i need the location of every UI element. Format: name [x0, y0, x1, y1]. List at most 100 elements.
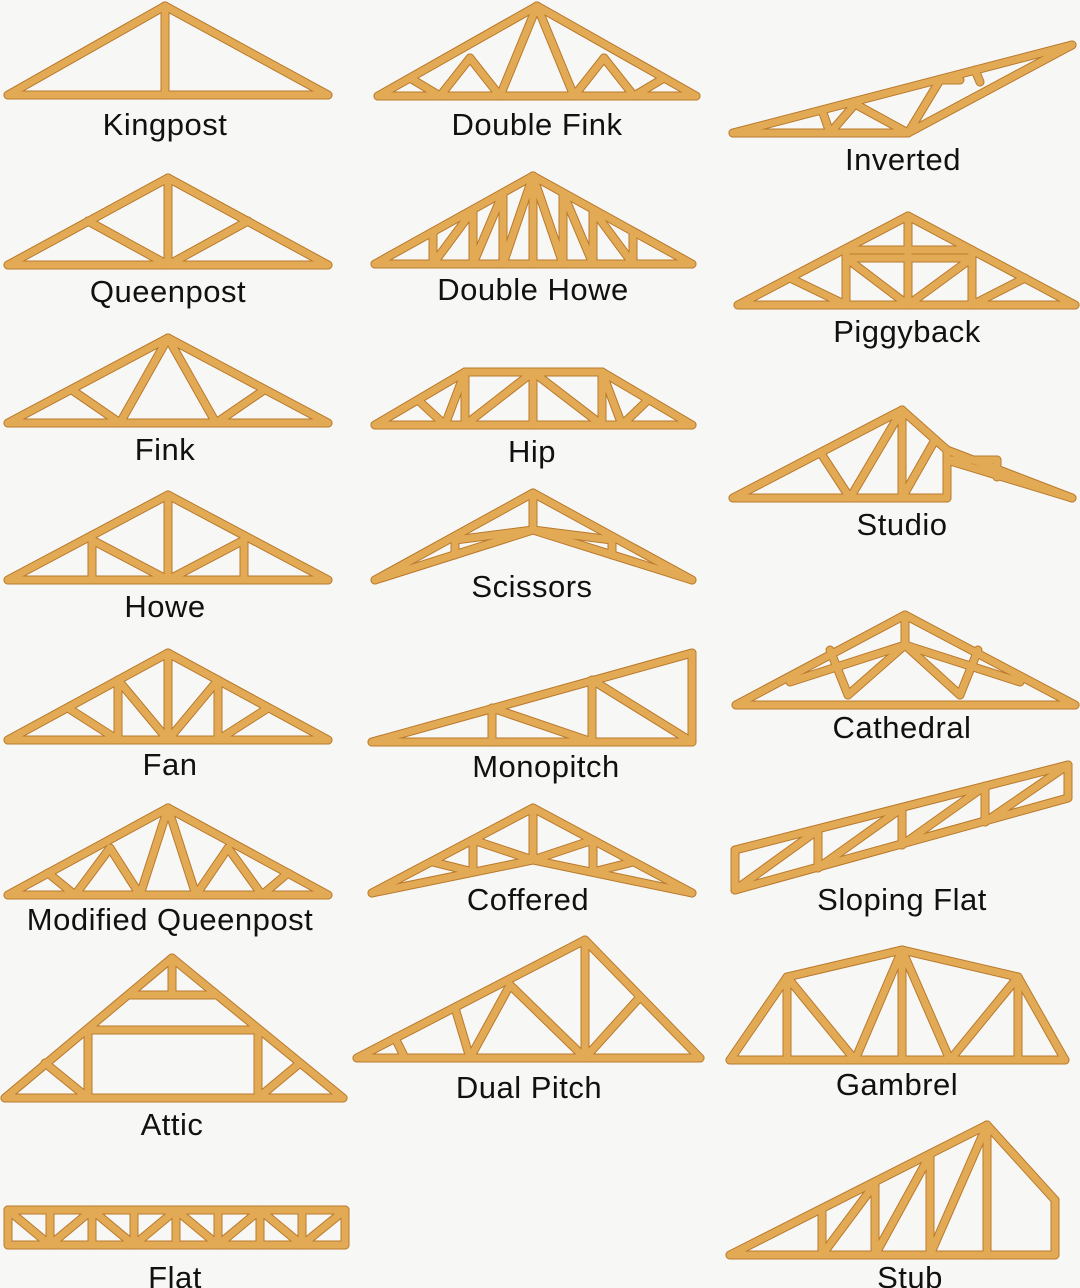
double-fink-member [533, 2, 578, 100]
stub-member [726, 1121, 991, 1259]
double-howe-member [469, 189, 507, 268]
sloping-flat-member [981, 761, 1072, 826]
double-howe-member [499, 172, 537, 268]
scissors-member [371, 489, 537, 584]
fink-member [4, 334, 172, 427]
gambrel-label: Gambrel [836, 1067, 958, 1102]
double-fink-member [600, 54, 638, 100]
cathedral-member [956, 646, 982, 699]
modified-queenpost-member [44, 869, 79, 899]
double-fink-member [374, 2, 541, 100]
sloping-flat-member [731, 826, 822, 894]
monopitch-member [368, 649, 696, 746]
kingpost-label: Kingpost [103, 107, 228, 142]
flat-member [256, 1206, 306, 1249]
fan-member [164, 676, 222, 744]
flat-member [214, 1206, 264, 1249]
flat-member [172, 1206, 222, 1249]
double-fink-member [496, 2, 541, 100]
coffered-member [368, 804, 537, 897]
fan-member [64, 704, 122, 744]
kingpost-member [161, 2, 332, 99]
hip-member [441, 368, 469, 429]
howe-truss: Howe [3, 490, 333, 624]
kingpost-member [4, 2, 169, 99]
howe-member [164, 491, 332, 584]
modified-queenpost-member [224, 844, 266, 899]
cathedral-member [786, 641, 909, 686]
dual-pitch-member [466, 981, 514, 1062]
hip-truss: Hip [370, 367, 697, 469]
piggyback-member [968, 274, 1029, 309]
inverted-truss: Inverted [728, 40, 1077, 177]
flat-member [4, 1206, 54, 1249]
attic-member [41, 1059, 92, 1102]
sloping-flat-member [814, 804, 906, 872]
fink-member [164, 334, 220, 427]
double-howe-member [589, 206, 637, 268]
coffered-member [529, 856, 696, 897]
piggyback-label: Piggyback [833, 314, 981, 349]
cathedral-member [901, 611, 1079, 709]
modified-queenpost-member [192, 844, 232, 899]
fink-truss: Fink [3, 333, 333, 467]
gambrel-member [783, 973, 859, 1064]
fink-member [212, 386, 268, 427]
gambrel-member [898, 946, 954, 1064]
scissors-member [451, 526, 537, 544]
cathedral-member [901, 641, 964, 699]
studio-member [846, 406, 906, 502]
piggyback-member [786, 274, 850, 309]
gambrel-member [946, 973, 1022, 1064]
scissors-truss: Scissors [370, 488, 697, 604]
double-fink-label: Double Fink [452, 107, 623, 142]
hip-member [598, 368, 626, 429]
inverted-member [904, 41, 1076, 137]
coffered-member [589, 858, 637, 876]
fink-label: Fink [135, 432, 196, 467]
queenpost-truss: Queenpost [3, 173, 333, 309]
double-howe-member [559, 189, 597, 268]
queenpost-member [164, 217, 252, 269]
flat-member [88, 1206, 138, 1249]
modified-queenpost-member [71, 844, 114, 899]
gambrel-member [783, 946, 906, 981]
fan-label: Fan [143, 747, 198, 782]
double-howe-member [529, 172, 696, 268]
double-fink-truss: Double Fink [373, 1, 701, 142]
hip-member [461, 368, 537, 429]
inverted-member [818, 106, 834, 137]
gambrel-member [726, 973, 791, 1064]
scissors-member [529, 526, 616, 544]
kingpost-truss: Kingpost [3, 1, 333, 142]
coffered-label: Coffered [467, 882, 589, 917]
dual-pitch-truss: Dual Pitch [352, 935, 705, 1105]
inverted-label: Inverted [845, 142, 961, 177]
gambrel-member [851, 946, 906, 1064]
coffered-member [529, 804, 696, 897]
modified-queenpost-member [164, 804, 200, 899]
cathedral-label: Cathedral [833, 710, 972, 745]
fan-member [4, 649, 172, 744]
stub-member [818, 1180, 879, 1259]
studio-member [898, 406, 951, 454]
studio-member [818, 451, 854, 502]
sloping-flat-truss: Sloping Flat [730, 760, 1073, 917]
sloping-flat-member [898, 782, 989, 849]
cathedral-member [826, 646, 852, 699]
flat-member [298, 1206, 349, 1249]
double-howe-truss: Double Howe [370, 171, 697, 307]
modified-queenpost-member [258, 869, 292, 899]
cathedral-member [901, 641, 1024, 686]
inverted-member [971, 66, 984, 86]
piggyback-truss: Piggyback [733, 211, 1080, 349]
monopitch-label: Monopitch [472, 749, 620, 784]
studio-member [729, 406, 906, 502]
gambrel-truss: Gambrel [725, 945, 1070, 1102]
flat-label: Flat [148, 1260, 202, 1288]
howe-label: Howe [124, 589, 205, 624]
attic-truss: Attic [0, 953, 348, 1142]
dual-pitch-member [581, 993, 644, 1062]
queenpost-label: Queenpost [90, 274, 246, 309]
